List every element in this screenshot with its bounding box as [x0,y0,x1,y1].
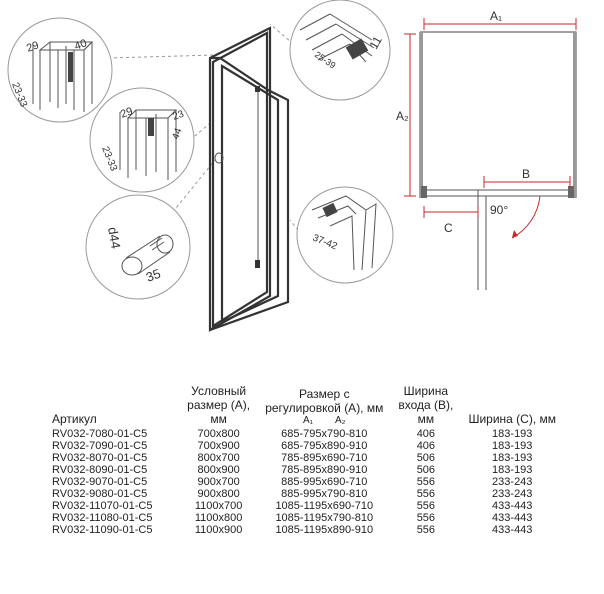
detail-circle [289,0,391,101]
dim-C: C [444,221,453,235]
table-row: RV032-11090-01-C5 1100x900 1085-1195x890-9… [50,524,560,536]
table-cell-article: RV032-8090-01-C5 [52,464,148,476]
table-cell-article: RV032-7090-01-C5 [52,440,148,452]
table-cell-entry: 506 [416,464,436,476]
seal-strip [345,38,369,60]
seal-strip [68,52,73,82]
table-cell-width-c: 433-443 [492,524,533,536]
dim-label: d44 [105,226,124,250]
table-header-row: Артикул Условный размер (A), мм Размер с… [50,384,560,428]
detail-wall-profile-top: 29 40 23-33 [7,17,113,123]
table-cell-width-c: 233-243 [492,476,533,488]
seal-strip [148,118,154,136]
table-cell-width-c: 183-193 [492,464,533,476]
table-row: RV032-9080-01-C5 900x800 885-995x790-810 55… [50,488,560,500]
col-adjust: Размер с регулировкой (A), мм A₁ A₂ [265,387,384,426]
detail-hinge-profile: 37-42 [296,186,394,284]
table-cell-entry: 406 [416,428,436,440]
table-cell-article: RV032-11080-01-C5 [52,512,153,524]
table-cell-size: 900x700 [197,476,240,488]
table-cell-width-c: 233-243 [492,488,533,500]
dim-B: B [522,167,530,181]
table-row: RV032-11070-01-C5 1100x700 1085-1195x690-7… [50,500,560,512]
dim-label: 29 [119,105,135,120]
table-row: RV032-8070-01-C5 800x700 785-895x690-710 50… [50,452,560,464]
table-cell-entry: 556 [416,500,436,512]
shower-door-frame [208,26,290,332]
col-adjust-a2: A₂ [335,415,346,426]
swing-angle: 90° [490,203,508,217]
table-cell-adjust: 885-995x790-810 [281,488,368,500]
table-cell-entry: 556 [416,512,436,524]
table-row: RV032-9070-01-C5 900x700 885-995x690-710 55… [50,476,560,488]
table-cell-entry: 406 [416,440,436,452]
seal-strip [322,202,338,218]
dim-label: 23 [171,109,186,123]
detail-magnet-profile: 25-39 11 [289,0,391,101]
handle-knob [121,256,143,276]
detail-circle [7,17,113,123]
table-cell-article: RV032-8070-01-C5 [52,452,148,464]
table-row: RV032-8090-01-C5 800x900 785-895x890-910 50… [50,464,560,476]
detail-wall-profile-middle: 29 23 44 23-33 [89,87,195,193]
dim-label: 44 [170,126,184,141]
table-cell-adjust: 885-995x690-710 [281,476,368,488]
handle-icon [214,152,224,164]
table-cell-adjust: 785-895x890-910 [281,464,368,476]
table-cell-adjust: 1085-1195x690-710 [275,500,374,512]
table-cell-width-c: 183-193 [492,452,533,464]
table-cell-article: RV032-11090-01-C5 [52,524,153,536]
table-cell-width-c: 183-193 [492,428,533,440]
table-cell-size: 700x800 [197,428,240,440]
table-cell-size: 900x800 [197,488,240,500]
table-cell-width-c: 433-443 [492,512,533,524]
table-cell-size: 1100x900 [194,524,243,536]
table-cell-adjust: 685-795x890-910 [281,440,368,452]
table-cell-size: 700x900 [197,440,240,452]
table-cell-size: 1100x800 [194,512,243,524]
table-cell-article: RV032-7080-01-C5 [52,428,148,440]
table-cell-article: RV032-11070-01-C5 [52,500,153,512]
table-cell-entry: 556 [416,488,436,500]
spec-table: Артикул Условный размер (A), мм Размер с… [50,384,560,536]
table-cell-adjust: 685-795x790-810 [281,428,368,440]
table-row: RV032-11080-01-C5 1100x800 1085-1195x790-8… [50,512,560,524]
dim-label: 35 [144,266,163,285]
dim-label: 40 [73,37,89,52]
table-cell-article: RV032-9070-01-C5 [52,476,148,488]
col-adjust-a1: A₁ [302,415,314,426]
table-cell-size: 800x900 [197,464,240,476]
table-cell-entry: 556 [416,524,436,536]
technical-drawing: 29 40 23-33 29 23 44 23-33 d44 35 25-39 … [7,0,577,332]
col-article: Артикул [52,412,97,426]
table-cell-adjust: 1085-1195x790-810 [275,512,374,524]
table-cell-adjust: 785-895x690-710 [281,452,368,464]
table-row: RV032-7090-01-C5 700x900 685-795x890-910 40… [50,440,560,452]
col-entry: Ширина входа (B), мм [398,384,454,426]
col-width-c: Ширина (C), мм [468,412,556,426]
col-size: Условный размер (A), мм [187,384,251,426]
dim-A1: A₁ [490,9,502,23]
table-cell-size: 1100x700 [194,500,243,512]
plan-view: A₁ A₂ B C 90° [396,9,577,290]
table-cell-width-c: 433-443 [492,500,533,512]
table-cell-width-c: 183-193 [492,440,533,452]
table-row: RV032-7080-01-C5 700x800 685-795x790-810 40… [50,428,560,440]
table-cell-adjust: 1085-1195x890-910 [275,524,374,536]
detail-circle [296,186,394,284]
detail-circle [85,194,191,300]
table-cell-entry: 506 [416,452,436,464]
detail-handle: d44 35 [85,194,191,300]
dim-label: 29 [25,39,41,54]
table-cell-entry: 556 [416,476,436,488]
table-cell-article: RV032-9080-01-C5 [52,488,148,500]
table-cell-size: 800x700 [197,452,240,464]
dim-A2: A₂ [396,109,409,123]
